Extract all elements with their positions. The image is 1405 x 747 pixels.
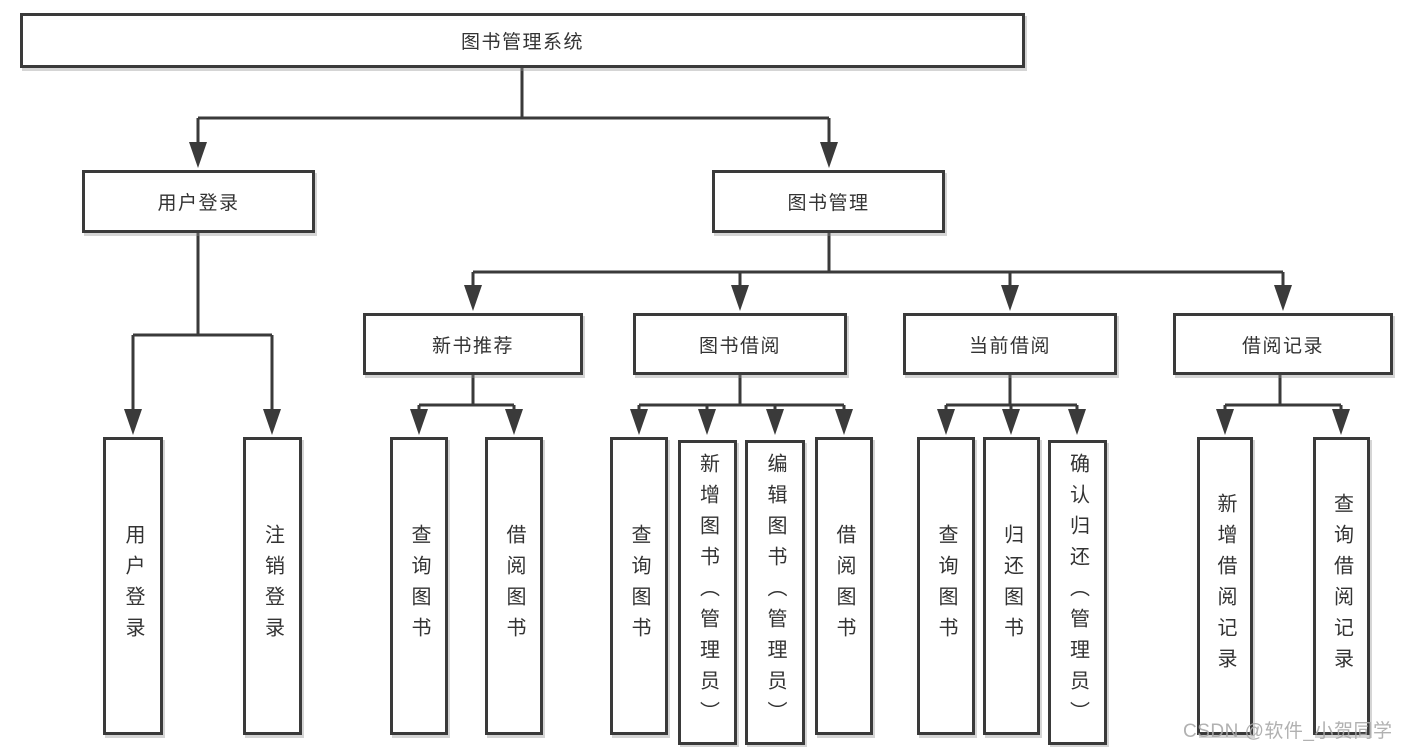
- leaf-query-borrow-record: 查询借阅记录: [1313, 437, 1370, 735]
- leaf-query-borrow-record-label: 查询借阅记录: [1330, 493, 1353, 679]
- leaf-borrow-books-recommend: 借阅图书: [485, 437, 543, 735]
- leaf-borrow-books-recommend-label: 借阅图书: [503, 524, 525, 648]
- connector-lines: [131, 65, 1343, 411]
- node-new-book-recommend-label: 新书推荐: [431, 335, 514, 357]
- arrowhead-icon: [189, 142, 207, 168]
- arrowhead-icon: [124, 409, 142, 435]
- leaf-add-books-admin-label: 新增图书（管理员）: [696, 453, 719, 732]
- leaf-return-books-label: 归还图书: [1000, 524, 1023, 648]
- node-book-management: 图书管理: [712, 170, 945, 233]
- node-user-login-label: 用户登录: [157, 193, 240, 214]
- leaf-confirm-return-admin-label: 确认归还（管理员）: [1066, 453, 1089, 732]
- leaf-borrow-books-borrowing: 借阅图书: [815, 437, 873, 735]
- arrowhead-icon: [464, 285, 482, 311]
- arrowhead-icon: [1068, 409, 1086, 435]
- node-library-system: 图书管理系统: [20, 13, 1025, 68]
- leaf-query-books-current-label: 查询图书: [935, 524, 957, 648]
- arrowheads: [124, 142, 1350, 435]
- arrowhead-icon: [505, 409, 523, 435]
- leaf-confirm-return-admin: 确认归还（管理员）: [1048, 440, 1107, 745]
- node-book-management-label: 图书管理: [787, 193, 870, 214]
- node-user-login: 用户登录: [82, 170, 315, 233]
- leaf-logout-login-label: 注销登录: [261, 524, 284, 648]
- arrowhead-icon: [1274, 285, 1292, 311]
- csdn-watermark: CSDN @软件_小贺同学: [1183, 721, 1393, 742]
- leaf-user-login: 用户登录: [103, 437, 163, 735]
- arrowhead-icon: [835, 409, 853, 435]
- arrowhead-icon: [698, 409, 716, 435]
- leaf-logout-login: 注销登录: [243, 437, 302, 735]
- node-book-borrowing-label: 图书借阅: [698, 335, 781, 357]
- arrowhead-icon: [820, 142, 838, 168]
- leaf-return-books: 归还图书: [983, 437, 1040, 735]
- node-borrowing-records: 借阅记录: [1173, 313, 1393, 375]
- arrowhead-icon: [937, 409, 955, 435]
- leaf-query-books-current: 查询图书: [917, 437, 975, 735]
- arrowhead-icon: [263, 409, 281, 435]
- node-borrowing-records-label: 借阅记录: [1241, 335, 1324, 357]
- leaf-query-books-borrowing: 查询图书: [610, 437, 668, 735]
- leaf-add-borrow-record: 新增借阅记录: [1197, 437, 1253, 735]
- arrowhead-icon: [1001, 285, 1019, 311]
- arrowhead-icon: [410, 409, 428, 435]
- arrowhead-icon: [766, 409, 784, 435]
- arrowhead-icon: [731, 285, 749, 311]
- arrowhead-icon: [1332, 409, 1350, 435]
- node-current-borrowing-label: 当前借阅: [968, 335, 1051, 357]
- arrowhead-icon: [1002, 409, 1020, 435]
- leaf-query-books-borrowing-label: 查询图书: [628, 524, 650, 648]
- leaf-borrow-books-borrowing-label: 借阅图书: [833, 524, 855, 648]
- arrowhead-icon: [630, 409, 648, 435]
- node-library-system-label: 图书管理系统: [460, 32, 584, 53]
- node-book-borrowing: 图书借阅: [633, 313, 847, 375]
- node-current-borrowing: 当前借阅: [903, 313, 1117, 375]
- leaf-add-books-admin: 新增图书（管理员）: [678, 440, 737, 745]
- leaf-edit-books-admin: 编辑图书（管理员）: [745, 440, 805, 745]
- leaf-query-books-recommend-label: 查询图书: [408, 524, 430, 648]
- node-new-book-recommend: 新书推荐: [363, 313, 583, 375]
- leaf-add-borrow-record-label: 新增借阅记录: [1214, 493, 1236, 679]
- leaf-query-books-recommend: 查询图书: [390, 437, 448, 735]
- arrowhead-icon: [1216, 409, 1234, 435]
- leaf-edit-books-admin-label: 编辑图书（管理员）: [764, 453, 786, 732]
- leaf-user-login-label: 用户登录: [122, 524, 144, 648]
